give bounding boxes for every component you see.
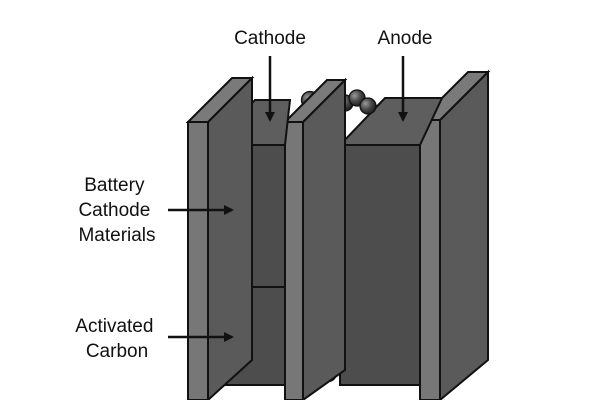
arrows [168,56,408,342]
activated-carbon-label: Activated Carbon [75,316,158,362]
anode-material [337,97,444,386]
separator-bead [359,97,377,115]
cathode-collector-plate [185,75,255,400]
anode-collector-plate [417,69,491,400]
cathode-label: Cathode [234,28,306,49]
anode-label: Anode [378,28,433,49]
separator-plate [282,77,348,400]
battery-cathode-materials-label: Battery Cathode Materials [78,175,155,246]
